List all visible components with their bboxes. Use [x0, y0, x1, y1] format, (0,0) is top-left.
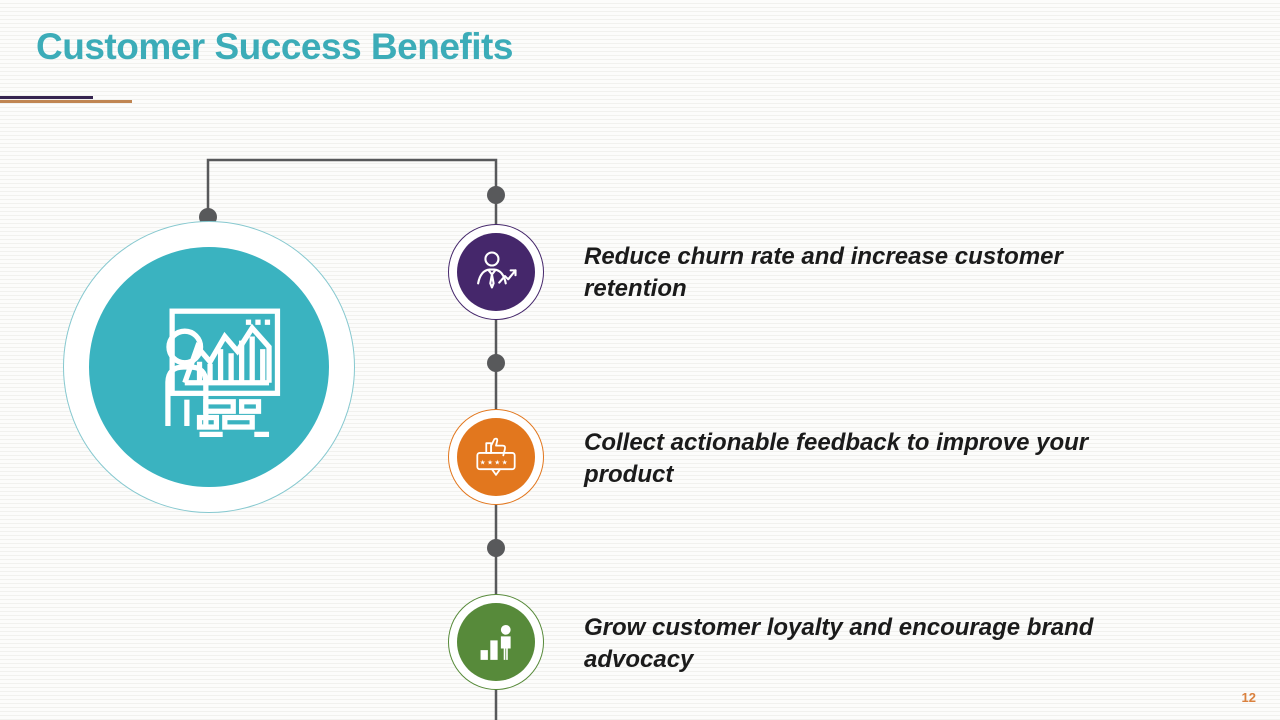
- title-underline-orange: [0, 100, 132, 103]
- benefit-node-disc: [457, 233, 535, 311]
- hub-circle: [89, 247, 329, 487]
- presentation-chart-icon: [165, 308, 281, 438]
- benefit-node-retention: [448, 224, 544, 320]
- benefit-line: product: [584, 461, 674, 488]
- benefit-line: Reduce churn rate and increase customer: [584, 243, 1063, 270]
- benefit-text-loyalty: Grow customer loyalty and encourage bran…: [584, 612, 1184, 676]
- benefit-line: retention: [584, 275, 687, 302]
- page-number: 12: [1241, 690, 1256, 705]
- svg-text:★: ★: [494, 458, 500, 466]
- svg-text:★: ★: [502, 458, 508, 466]
- benefit-node-disc: ★ ★ ★ ★: [457, 418, 535, 496]
- title-underline-dark: [0, 96, 93, 99]
- benefit-line: advocacy: [584, 646, 694, 673]
- benefit-node-feedback: ★ ★ ★ ★: [448, 409, 544, 505]
- benefit-node-disc: [457, 603, 535, 681]
- connector-dot: [487, 354, 505, 372]
- page-title: Customer Success Benefits: [36, 26, 513, 67]
- benefit-node-loyalty: [448, 594, 544, 690]
- svg-text:★: ★: [480, 458, 486, 466]
- connector-dot: [487, 539, 505, 557]
- feedback-thumbs-up-icon: ★ ★ ★ ★: [476, 437, 516, 476]
- connector-dot: [487, 186, 505, 204]
- svg-text:★: ★: [487, 458, 493, 466]
- benefit-text-retention: Reduce churn rate and increase customer …: [584, 241, 1184, 305]
- customer-loyalty-icon: [480, 624, 511, 660]
- benefit-line: Grow customer loyalty and encourage bran…: [584, 614, 1094, 641]
- benefit-line: Collect actionable feedback to improve y…: [584, 429, 1089, 456]
- businessman-growth-icon: [477, 251, 517, 289]
- benefit-text-feedback: Collect actionable feedback to improve y…: [584, 427, 1184, 491]
